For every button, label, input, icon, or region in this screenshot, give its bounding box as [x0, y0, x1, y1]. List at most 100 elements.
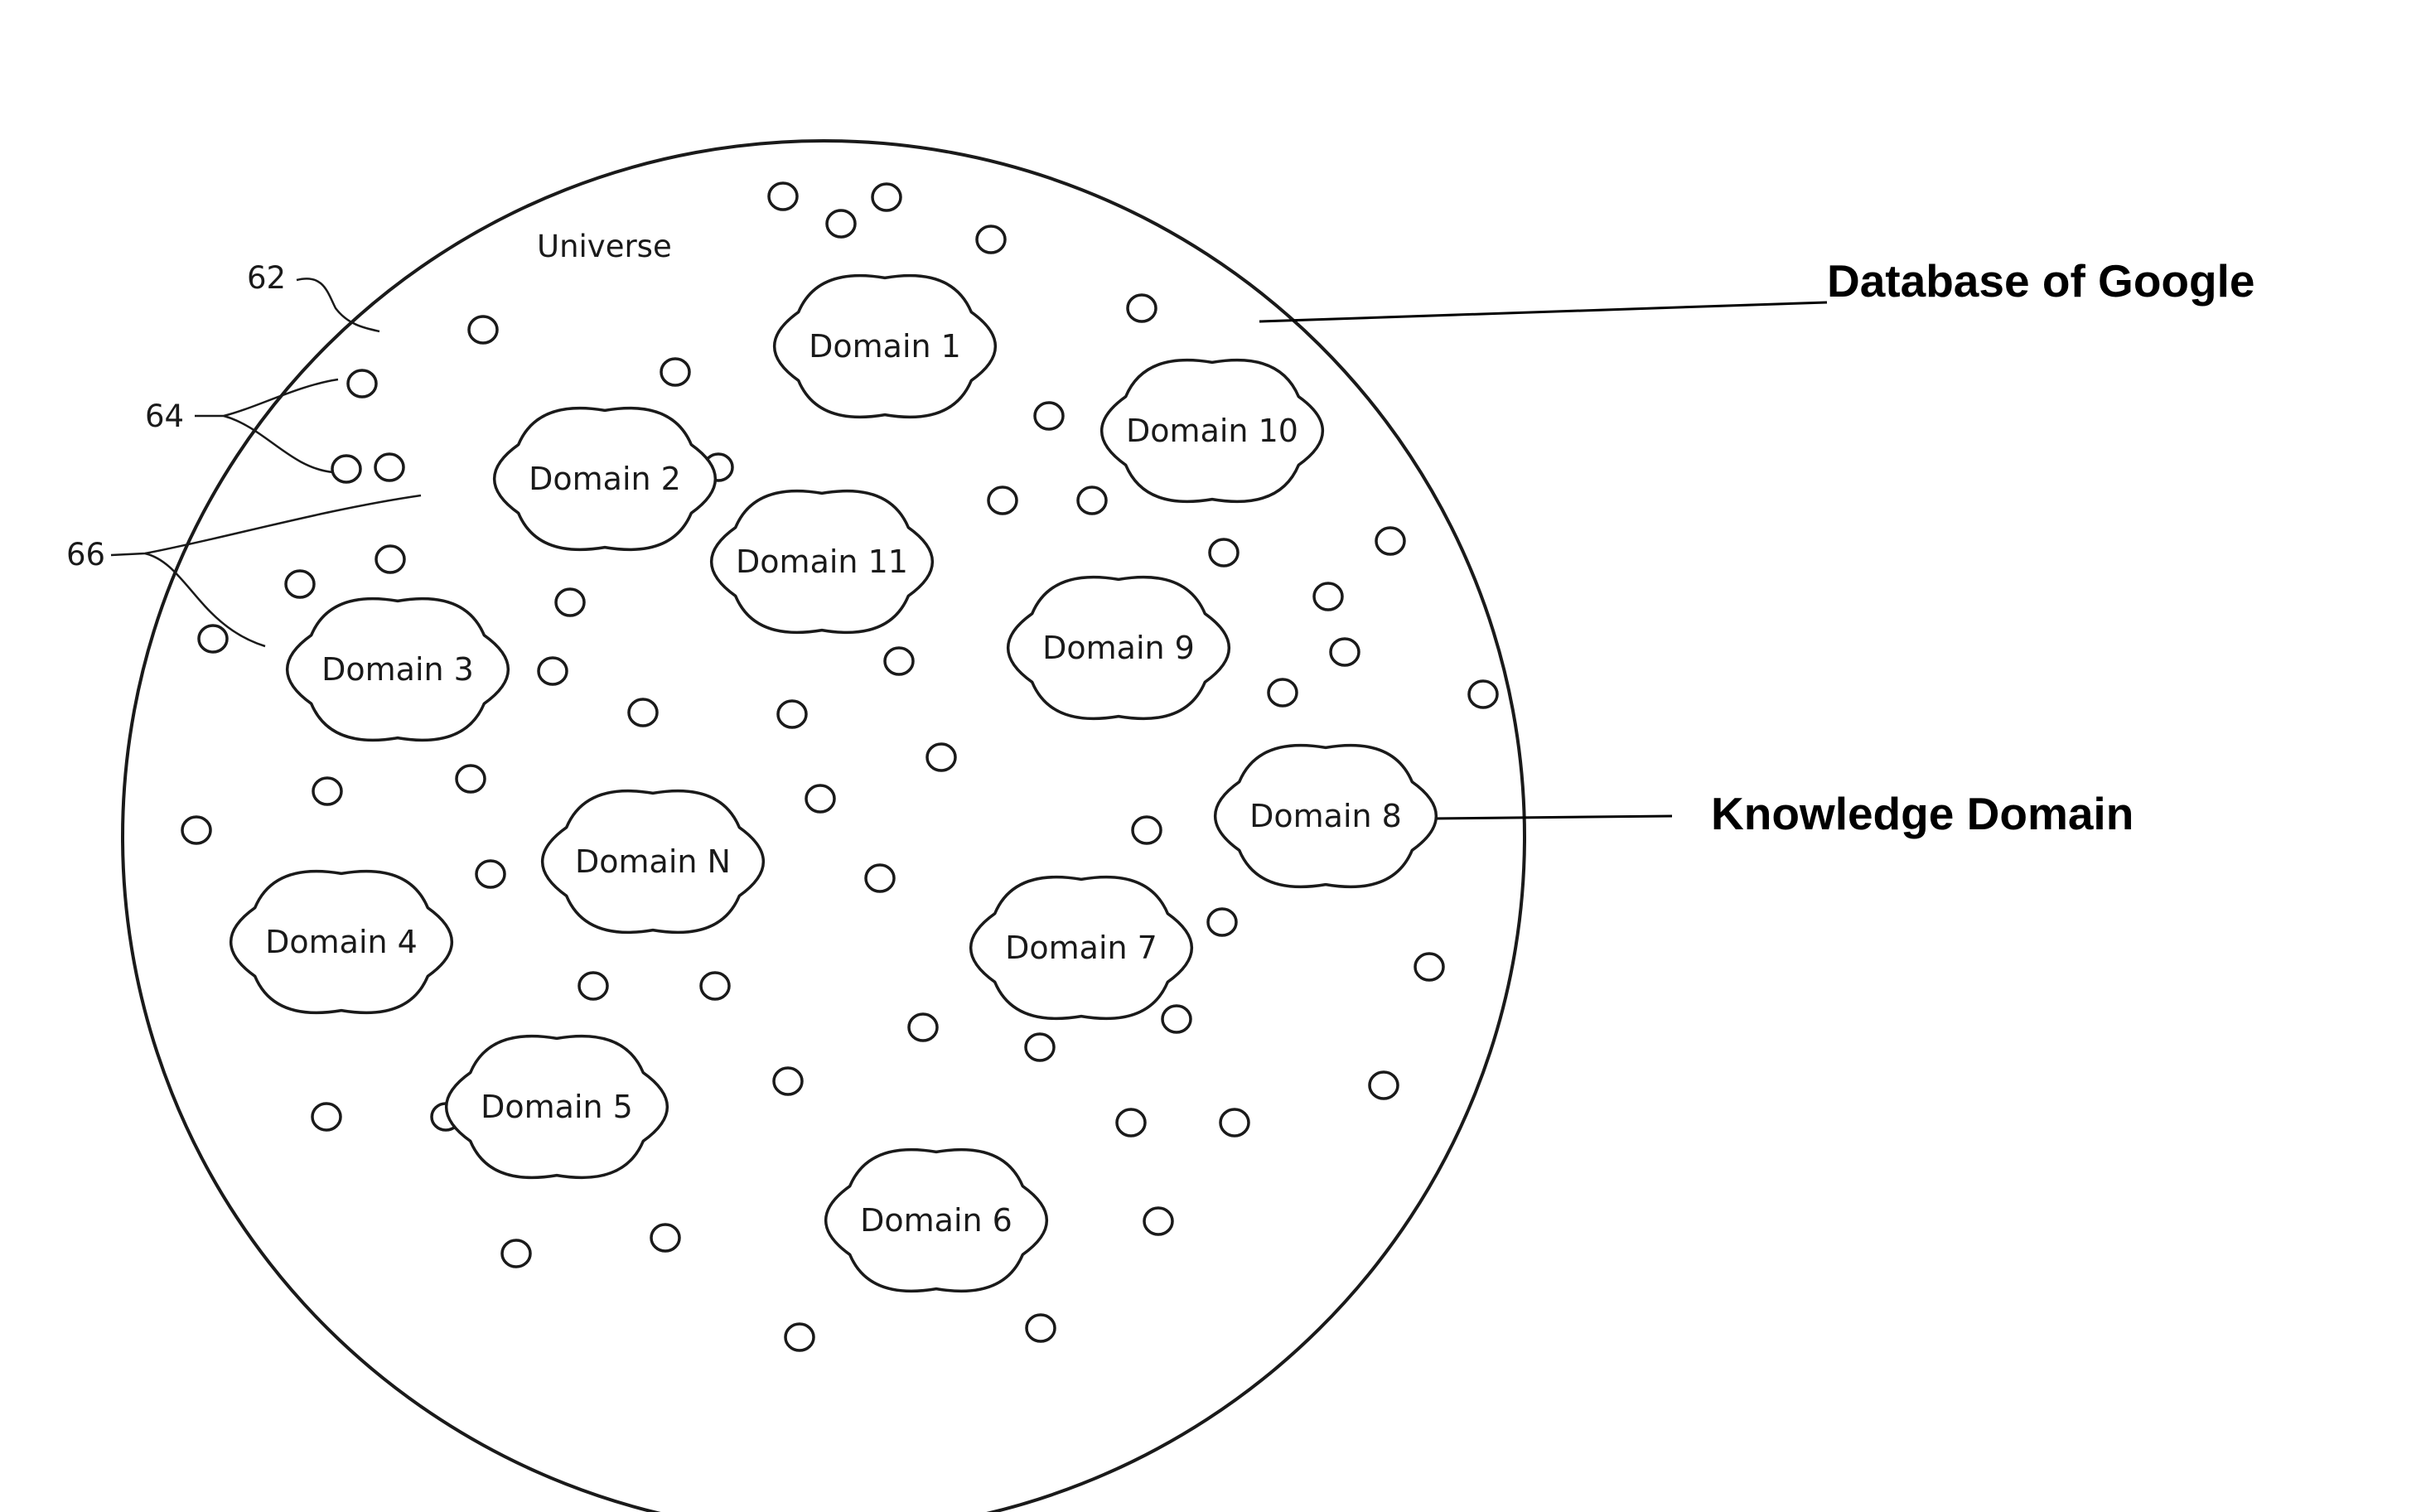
cloud-shape	[772, 273, 998, 419]
document-circle	[1131, 815, 1162, 845]
cloud-shape	[709, 489, 935, 635]
domain-label: Domain 8	[1249, 798, 1402, 834]
knowledge-domain-callout: Knowledge Domain	[1711, 788, 2134, 839]
document-circle	[375, 544, 406, 574]
domain-cloud: Domain 2	[492, 406, 718, 552]
domain-label: Domain 9	[1042, 630, 1195, 666]
document-circle	[500, 1239, 532, 1268]
document-circle	[1414, 952, 1445, 982]
document-circle	[455, 764, 486, 794]
cloud-shape	[969, 875, 1194, 1021]
document-circle	[772, 1066, 804, 1096]
document-circle	[1143, 1206, 1174, 1236]
document-circle	[907, 1012, 939, 1042]
document-circle	[537, 656, 568, 686]
document-circle	[1025, 1313, 1056, 1343]
domain-label: Domain 6	[860, 1202, 1012, 1239]
document-circle	[1126, 293, 1157, 323]
document-circle	[987, 485, 1018, 515]
cloud-shape	[444, 1034, 669, 1180]
domain-cloud: Domain 5	[444, 1034, 669, 1180]
domain-clouds: Domain 1 Domain 2 Domain 3 Domain 4 Domain 5…	[229, 273, 1438, 1293]
numeral-66-leader-top	[110, 494, 422, 557]
cloud-shape	[285, 597, 510, 742]
document-circle	[699, 971, 731, 1001]
domain-label: Domain 4	[265, 924, 418, 960]
document-circle	[1033, 401, 1065, 431]
domain-label: Domain N	[575, 843, 731, 880]
domain-label: Domain 11	[736, 543, 908, 580]
document-circles	[181, 181, 1499, 1352]
document-circle	[864, 863, 896, 893]
cloud-shape	[229, 869, 454, 1015]
domain-cloud: Domain 10	[1099, 358, 1325, 504]
document-circle	[181, 815, 212, 845]
document-circle	[1467, 679, 1499, 709]
numeral-66: 66	[66, 537, 105, 572]
numeral-64-leader-top	[195, 378, 339, 418]
domain-label: Domain 1	[809, 328, 961, 365]
document-circle	[475, 859, 506, 889]
document-circle	[311, 1102, 342, 1132]
document-circle	[660, 357, 691, 387]
document-circle	[883, 646, 915, 676]
document-circle	[554, 587, 586, 617]
domain-cloud: Domain 7	[969, 875, 1194, 1021]
cloud-shape	[1006, 575, 1231, 721]
universe-label: Universe	[537, 229, 672, 264]
document-circle	[925, 742, 957, 772]
document-circle	[975, 225, 1007, 254]
document-circle	[1161, 1004, 1192, 1034]
cloud-shape	[1213, 743, 1438, 889]
cloud-shape	[1099, 358, 1325, 504]
numeral-66-leader-bottom	[144, 552, 266, 648]
document-circle	[1206, 907, 1238, 937]
domain-label: Domain 2	[529, 461, 681, 497]
document-circle	[1312, 582, 1344, 611]
domain-cloud: Domain 8	[1213, 743, 1438, 889]
domain-label: Domain 5	[481, 1089, 633, 1125]
domain-cloud: Domain 4	[229, 869, 454, 1015]
domain-cloud: Domain 3	[285, 597, 510, 742]
numeral-62: 62	[247, 260, 286, 296]
domain-cloud: Domain N	[540, 789, 766, 935]
domain-cloud: Domain 1	[772, 273, 998, 419]
domain-label: Domain 7	[1005, 930, 1157, 966]
document-circle	[1375, 526, 1406, 556]
document-circle	[1368, 1070, 1399, 1100]
domain-label: Domain 3	[321, 651, 474, 688]
document-circle	[312, 776, 343, 806]
document-circle	[776, 699, 808, 729]
document-circle	[767, 181, 799, 211]
document-circle	[346, 369, 378, 399]
domain-cloud: Domain 11	[709, 489, 935, 635]
database-callout: Database of Google	[1827, 255, 2254, 307]
document-circle	[825, 209, 857, 239]
document-circle	[627, 698, 659, 727]
document-circle	[784, 1322, 815, 1352]
cloud-shape	[824, 1147, 1049, 1293]
numeral-64-leader-bottom	[223, 414, 334, 474]
document-circle	[1267, 678, 1298, 708]
document-circle	[871, 182, 902, 212]
document-circle	[1219, 1108, 1250, 1138]
document-circle	[1329, 637, 1360, 667]
numeral-64: 64	[145, 399, 184, 434]
document-circle	[1024, 1032, 1056, 1062]
document-circle	[197, 624, 229, 654]
cloud-shape	[492, 406, 718, 552]
domain-cloud: Domain 6	[824, 1147, 1049, 1293]
knowledge-domain-pointer-line	[1431, 814, 1673, 820]
document-circle	[650, 1223, 681, 1253]
document-circle	[578, 971, 609, 1001]
document-circle	[374, 452, 405, 482]
domain-cloud: Domain 9	[1006, 575, 1231, 721]
document-circle	[331, 454, 362, 484]
document-circle	[805, 784, 836, 814]
document-circle	[1076, 485, 1108, 515]
numeral-62-leader	[296, 278, 380, 333]
document-circle	[1208, 538, 1240, 568]
document-circle	[284, 569, 316, 599]
document-circle	[467, 315, 499, 345]
